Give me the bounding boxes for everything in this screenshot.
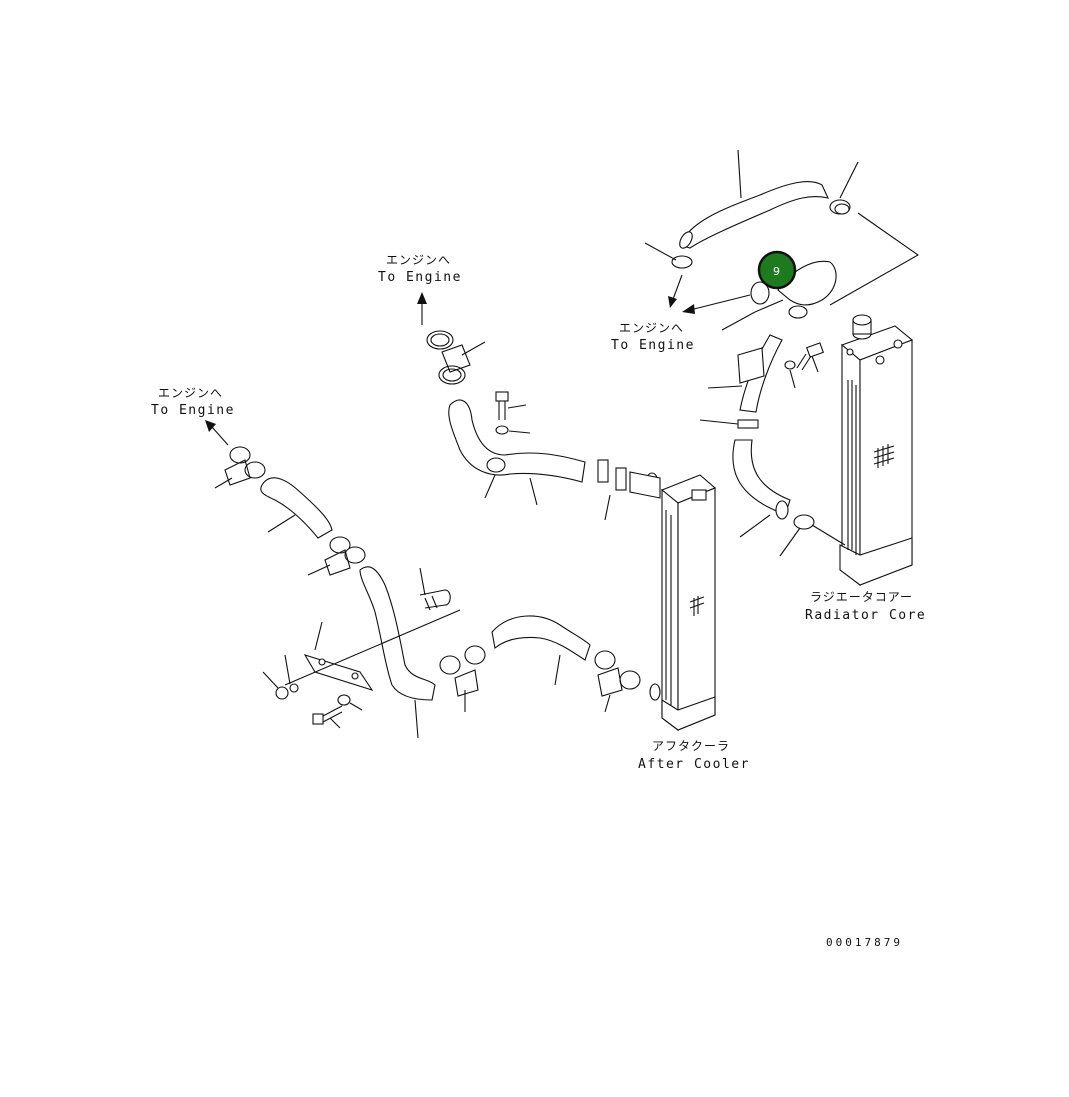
- label-to-engine-left: エンジンへ To Engine: [151, 386, 235, 418]
- label-to-engine-mid: エンジンへ To Engine: [611, 321, 695, 353]
- bend-hose-upper: [750, 260, 837, 319]
- radiator-core: [839, 314, 914, 587]
- label-en: To Engine: [611, 338, 695, 353]
- after-cooler-lower-hose: [491, 615, 591, 661]
- reference-number: 00017879: [826, 936, 903, 949]
- clamp-pair-mid: [426, 330, 471, 385]
- clamp-pair-right-lower: [594, 650, 641, 697]
- upper-hose-radiator: [671, 181, 851, 269]
- label-en: To Engine: [378, 270, 462, 285]
- label-to-engine-top: エンジンへ To Engine: [378, 253, 462, 285]
- clamp-pair-left-lower: [439, 645, 486, 697]
- bolt-middle: [495, 391, 509, 435]
- after-cooler-fin-mark: [689, 596, 705, 616]
- label-en: After Cooler: [638, 757, 750, 772]
- callout-circle[interactable]: [757, 250, 797, 290]
- label-en: To Engine: [151, 403, 235, 418]
- label-jp: エンジンへ: [619, 321, 684, 335]
- middle-hose: [448, 399, 586, 483]
- label-radiator-core: ラジエータコアー Radiator Core: [805, 590, 926, 623]
- pipe-bracket: [737, 334, 824, 413]
- label-jp: ラジエータコアー: [810, 590, 913, 604]
- callout-badge[interactable]: 9: [757, 250, 797, 290]
- left-lower-hose: [359, 566, 436, 701]
- clamp-pair-left-mid: [324, 536, 366, 576]
- clamp-pair-left-top: [224, 446, 266, 486]
- callout-number: 9: [773, 265, 780, 278]
- radiator-fin-mark: [873, 444, 895, 468]
- nut-washer-bolt: [275, 683, 351, 725]
- label-after-cooler: アフタクーラ After Cooler: [638, 739, 750, 772]
- label-jp: アフタクーラ: [652, 739, 730, 753]
- left-upper-hose: [260, 477, 333, 539]
- label-en: Radiator Core: [805, 608, 926, 623]
- u-bolt: [419, 589, 451, 611]
- bolt-upper: [796, 342, 824, 371]
- label-jp: エンジンへ: [158, 386, 223, 400]
- after-cooler: [645, 472, 717, 732]
- label-jp: エンジンへ: [386, 253, 451, 267]
- mount-bracket: [284, 609, 461, 691]
- clamp-pair-aftercooler: [597, 459, 661, 499]
